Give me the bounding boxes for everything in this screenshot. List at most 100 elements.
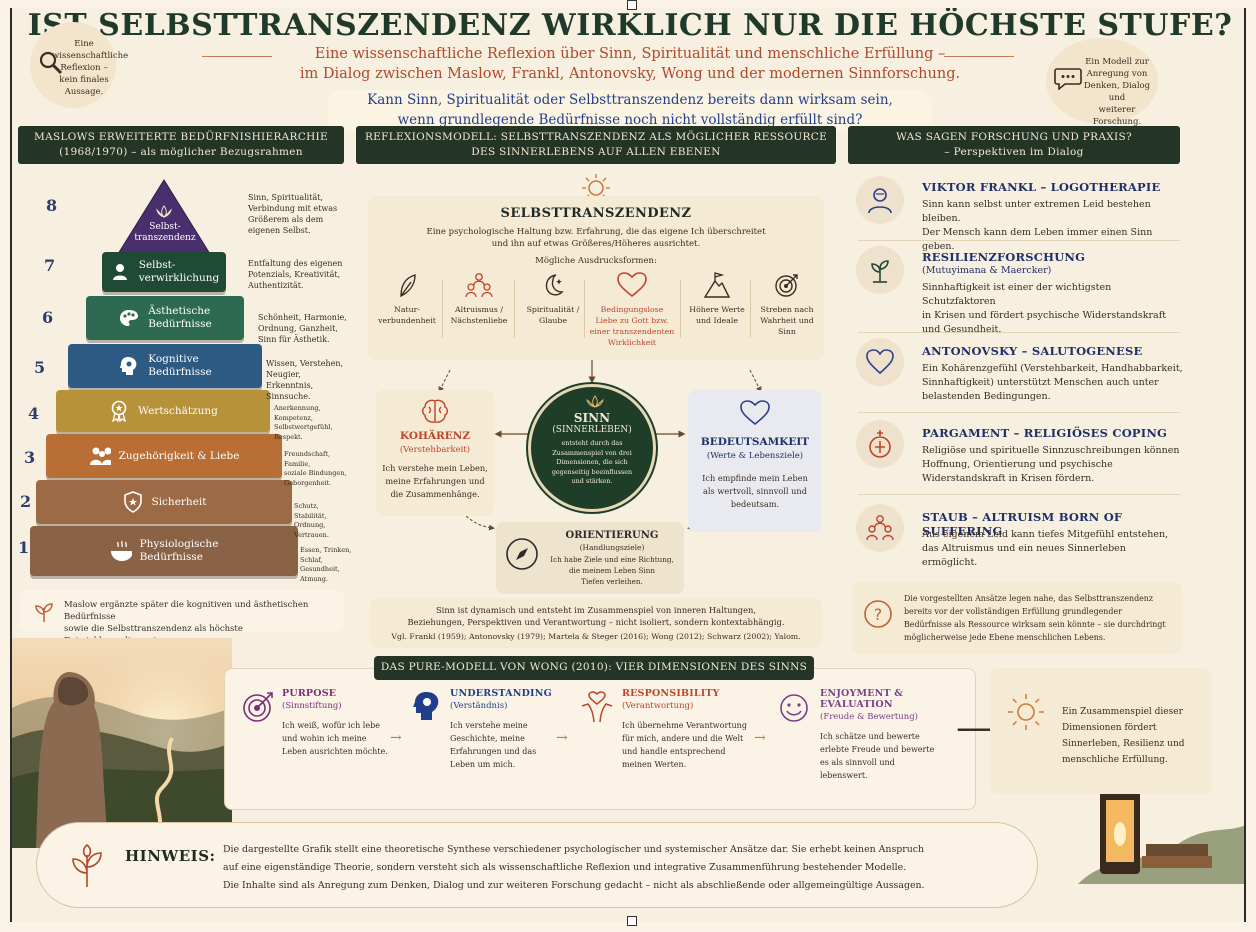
research-header-line-1: WAS SAGEN FORSCHUNG UND PRAXIS?: [896, 131, 1132, 143]
maslow-section-header: MASLOWS ERWEITERTE BEDÜRFNISHIERARCHIE (…: [18, 126, 344, 164]
selbsttranszendenz-box: SELBSTTRANSZENDENZ Eine psychologische H…: [368, 196, 824, 360]
resilienz-sub: (Mutuyimana & Maercker): [922, 265, 1052, 276]
tier-label: Zugehörigkeit & Liebe: [118, 449, 240, 462]
frankl-line: Der Mensch kann dem Leben immer einen Si…: [922, 227, 1153, 252]
desc-line: Entfaltung des eigenen: [248, 259, 343, 268]
pure-line: erlebte Freude und bewerte: [820, 745, 935, 754]
tier-4: Wertschätzung: [56, 390, 270, 432]
koharenz-box: KOHÄRENZ (Verstehbarkeit) Ich verstehe m…: [376, 390, 494, 516]
pure-result: Ein Zusammenspiel dieser Dimensionen för…: [990, 668, 1212, 794]
tier-1-description: Essen, Trinken, Schlaf, Gesundheit, Atmu…: [300, 546, 352, 584]
maslow-header-line-1: MASLOWS ERWEITERTE BEDÜRFNISHIERARCHIE: [34, 131, 328, 143]
resilienz-line: in Krisen und fördert psychische Widerst…: [922, 310, 1167, 321]
tier-8-description: Sinn, Spiritualität, Verbindung mit etwa…: [248, 192, 344, 236]
pure-purpose-body: PURPOSE (Sinnstiftung) Ich weiß, wofür i…: [282, 688, 392, 758]
desc-line: Ordnung, Ganzheit,: [258, 324, 338, 333]
subtitle: Eine wissenschaftliche Reflexion über Si…: [192, 44, 1068, 84]
right-note-line: Anregung von: [1086, 69, 1148, 79]
pure-line: Erfahrungen und das: [450, 747, 537, 756]
result-line: Dimensionen fördert: [1062, 723, 1157, 733]
subtitle-line-2: im Dialog zwischen Maslow, Frankl, Anton…: [299, 66, 961, 82]
sun-icon: [1008, 694, 1044, 730]
divider: [858, 494, 1180, 495]
tier-label-line: transzendenz: [134, 233, 196, 243]
resilienz-text: Sinnhaftigkeit ist einer der wichtigsten…: [922, 281, 1184, 337]
divider: [858, 412, 1180, 413]
antonovsky-text: Ein Kohärenzgefühl (Verstehbarkeit, Hand…: [922, 362, 1184, 404]
desc-line: Essen, Trinken, Schlaf,: [300, 546, 352, 564]
sinn-line: gegenseitig beeinflussen: [551, 467, 633, 476]
desc-line: Ordnung, Vertrauen.: [294, 521, 329, 539]
model-header-line-1: REFLEXIONSMODELL: SELBSTTRANSZENDENZ ALS…: [364, 131, 828, 143]
pure-card-sub: (Verständnis): [450, 701, 508, 711]
desc-line: Selbstwertgefühl,: [274, 423, 333, 431]
subtitle-rule-right: [944, 56, 1014, 57]
pure-line: Ich verstehe meine: [450, 721, 528, 730]
model-note-line: Beziehungen, Perspektiven und Verantwort…: [407, 617, 785, 627]
tier-label-line: Bedürfnisse: [148, 366, 212, 378]
pure-card-title: RESPONSIBILITY: [622, 688, 720, 699]
antonovsky-line: Ein Kohärenzgefühl (Verstehbarkeit, Hand…: [922, 363, 1183, 374]
conclusion-text: Die vorgestellten Ansätze legen nahe, da…: [904, 592, 1182, 644]
target-icon: [775, 274, 798, 297]
level-number: 7: [44, 256, 56, 275]
resize-handle-top[interactable]: [627, 0, 637, 10]
heart-icon: [866, 349, 894, 375]
level-number: 3: [24, 448, 36, 467]
frankl-title: VIKTOR FRANKL – LOGOTHERAPIE: [922, 180, 1161, 194]
desc-line: soziale Bindungen,: [284, 469, 347, 477]
lotus-icon: [586, 395, 604, 408]
head-icon: [118, 355, 140, 377]
research-panel: VIKTOR FRANKL – LOGOTHERAPIE Sinn kann s…: [848, 168, 1186, 658]
person-icon: [109, 261, 131, 283]
orientierung-sub: (Handlungsziele): [579, 543, 645, 552]
arrow-right-icon: →: [390, 730, 402, 746]
tier-label: Wertschätzung: [138, 404, 218, 417]
pargament-line: Religiöse und spirituelle Sinnzuschreibu…: [922, 445, 1180, 456]
expr-line: Streben nach: [760, 305, 814, 314]
expression-higher-values: Höhere Werte und Ideale: [684, 272, 750, 326]
page-title: IST SELBSTTRANSZENDENZ WIRKLICH NUR DIE …: [27, 8, 1233, 43]
hinweis-box: HINWEIS: Die dargestellte Grafik stellt …: [36, 822, 1038, 908]
resize-handle-bottom[interactable]: [627, 916, 637, 926]
desc-line: Sinnsuche.: [266, 392, 311, 401]
bedeutsamkeit-sub: (Werte & Lebensziele): [706, 451, 804, 461]
staub-line: Aus eigenem Leid kann tiefes Mitgefühl e…: [922, 529, 1169, 540]
bedeutsamkeit-line: bedeutsam.: [730, 499, 780, 509]
pure-line: meinen Werten.: [622, 760, 687, 769]
right-note-line: weiterer Forschung.: [1092, 105, 1142, 127]
pure-line: und handle entsprechend: [622, 747, 726, 756]
tier-3-description: Freundschaft, Familie, soziale Bindungen…: [284, 450, 352, 488]
orientierung-line: Ich habe Ziele und eine Richtung,: [550, 555, 674, 564]
head-lightbulb-icon: [413, 692, 439, 720]
staub-title: STAUB – ALTRUISM BORN OF SUFFERING: [922, 510, 1123, 538]
left-note-line: Reflexion –: [60, 63, 108, 73]
expr-line: Liebe zu Gott bzw.: [595, 316, 669, 325]
pure-line: lebenswert.: [820, 771, 868, 780]
maslow-pyramid: 8 7 6 5 4 3 2 1 Selbst- transzendenz Sel…: [12, 168, 352, 588]
level-number: 1: [18, 538, 30, 557]
pargament-title: PARGAMENT – RELIGIÖSES COPING: [922, 426, 1168, 440]
expr-line: Bedingungslose: [600, 305, 664, 314]
expression-forms: Natur- verbundenheit Altruismus / Nächst…: [374, 272, 818, 358]
desc-line: Sinn für Ästhetik.: [258, 335, 330, 344]
hinweis-text: Die dargestellte Grafik stellt eine theo…: [223, 841, 1031, 895]
separator: [442, 280, 443, 338]
conclusion-line: Bedürfnisse als Ressource wirksam sein k…: [904, 620, 1166, 629]
st-description: Eine psychologische Haltung bzw. Erfahru…: [368, 226, 824, 250]
desc-line: Freundschaft, Familie,: [284, 450, 331, 468]
model-header-line-2: DES SINNERLEBENS AUF ALLEN EBENEN: [471, 146, 721, 158]
people-icon: [866, 515, 894, 541]
pure-line: es als sinnvoll und: [820, 758, 895, 767]
bedeutsamkeit-line: als wertvoll, sinnvoll und: [703, 486, 807, 496]
research-section-header: WAS SAGEN FORSCHUNG UND PRAXIS? – Perspe…: [848, 126, 1180, 164]
leaf-sprout-icon: [35, 603, 53, 622]
pure-card-sub: (Freude & Bewertung): [820, 712, 918, 722]
pure-line: für mich, andere und die Welt: [622, 734, 744, 743]
tier-5-description: Wissen, Verstehen, Neugier, Erkenntnis, …: [266, 358, 350, 402]
resilienz-title: RESILIENZFORSCHUNG: [922, 250, 1086, 264]
pure-dimensions: PURPOSE (Sinnstiftung) Ich weiß, wofür i…: [234, 686, 974, 806]
desc-line: Respekt.: [274, 432, 303, 441]
heart-icon: [617, 272, 647, 298]
antonovsky-line: Sinnhaftigkeit) unterstützt Menschen auc…: [922, 377, 1159, 388]
